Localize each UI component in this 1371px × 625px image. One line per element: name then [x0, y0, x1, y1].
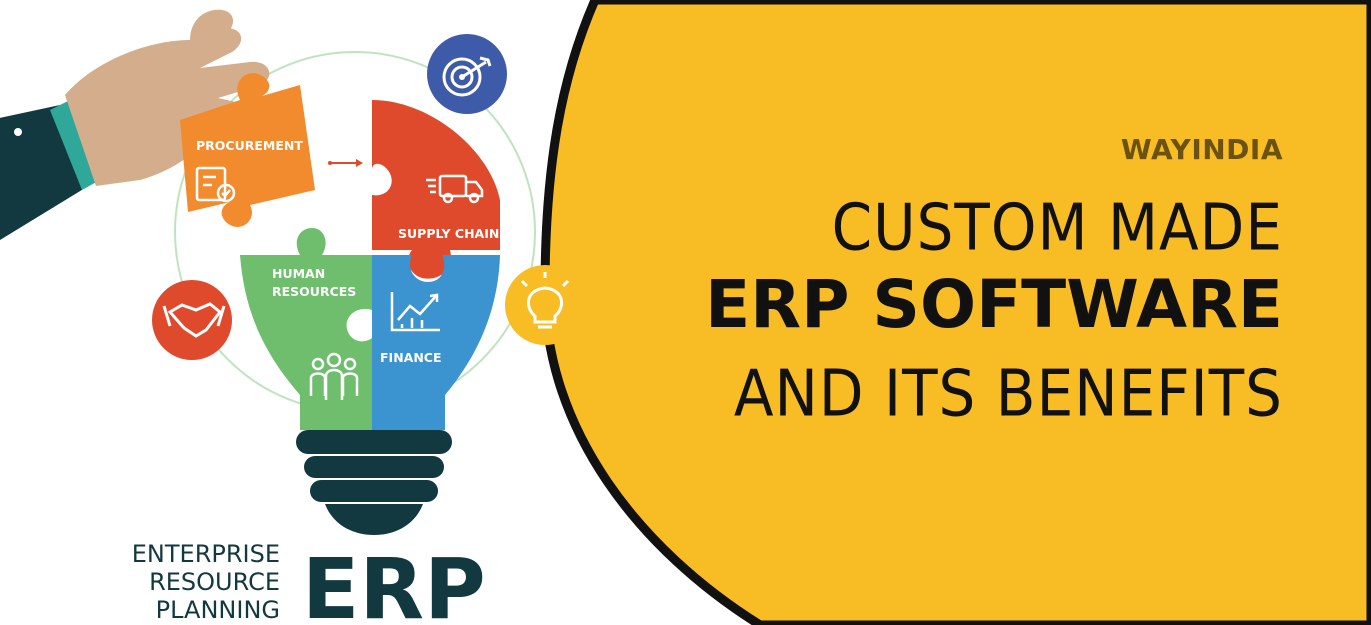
checklist-icon: [195, 166, 236, 203]
headline-line3: AND ITS BENEFITS: [733, 356, 1283, 431]
human-resources-piece: [240, 228, 372, 430]
truck-icon: [426, 174, 484, 204]
thumb: [190, 9, 234, 40]
supply-chain-piece: [372, 100, 500, 279]
human-resources-label-line1: HUMAN: [272, 266, 325, 281]
hand-palm: [65, 28, 276, 186]
erp-line1: ENTERPRISE: [132, 540, 280, 568]
cuff: [50, 100, 100, 190]
headline-line1: CUSTOM MADE: [831, 190, 1283, 265]
supply-chain-label: SUPPLY CHAIN: [398, 226, 499, 241]
hand-illustration: [0, 9, 276, 240]
chart-icon: [390, 292, 440, 332]
finance-piece: [372, 255, 500, 430]
human-resources-label-line2: RESOURCES: [272, 284, 356, 299]
erp-line3: PLANNING: [156, 596, 280, 624]
procurement-label: PROCUREMENT: [196, 138, 303, 153]
handshake-icon: [152, 280, 232, 360]
erp-line2: RESOURCE: [149, 568, 280, 596]
brand-name: WAYINDIA: [1120, 133, 1283, 166]
finance-label: FINANCE: [380, 350, 442, 365]
headline-line2: ERP SOFTWARE: [705, 266, 1283, 343]
cuff-button: [14, 128, 22, 136]
erp-acronym: ERP: [302, 540, 486, 625]
bulb-base: [296, 430, 452, 535]
arrow: [328, 159, 363, 167]
target-icon: [427, 34, 507, 114]
people-icon: [309, 352, 359, 400]
lightbulb-icon: [505, 265, 585, 345]
procurement-piece: [180, 73, 315, 227]
